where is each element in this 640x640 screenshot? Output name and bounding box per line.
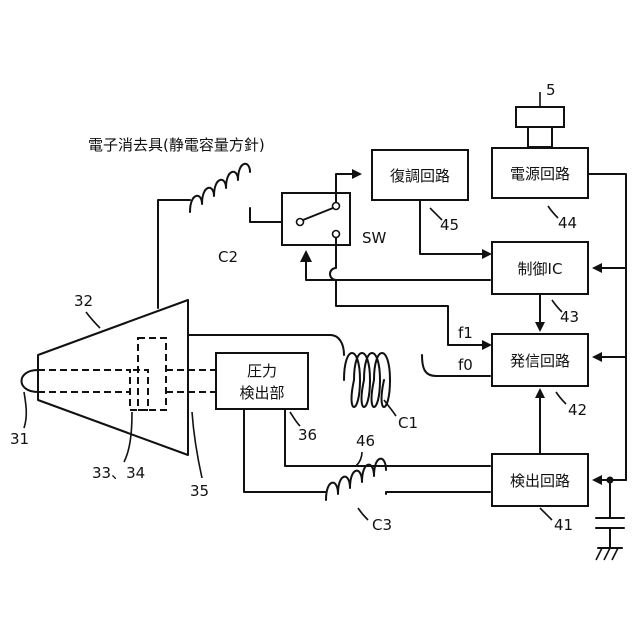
diagram-title: 電子消去具(静電容量方針)	[88, 136, 265, 154]
ground-icon	[596, 548, 622, 560]
pressure-detector-label-1: 圧力	[247, 362, 277, 380]
coil-c2-label: C2	[218, 248, 238, 266]
pressure-ref: 36	[298, 426, 317, 444]
shield-ref: 35	[190, 482, 209, 500]
body-ref: 32	[74, 292, 93, 310]
power-ref: 44	[558, 214, 577, 232]
battery	[516, 107, 564, 127]
pressure-detector-label-2: 検出部	[239, 384, 284, 402]
signal-f0-label: f0	[458, 356, 473, 374]
switch-block	[282, 193, 350, 245]
wire-c3-detect	[386, 492, 490, 494]
eraser-tip	[22, 370, 39, 392]
tip-ref: 31	[10, 430, 29, 448]
internal-electrodes	[38, 338, 216, 410]
wire-c2-left	[158, 200, 190, 308]
switch-label: SW	[362, 229, 387, 247]
control-ic-ref: 43	[560, 308, 579, 326]
signal-f1-label: f1	[458, 324, 473, 342]
coil-c2	[190, 164, 250, 212]
electrodes-ref: 33、34	[92, 464, 145, 482]
coil-c1-label: C1	[398, 414, 418, 432]
control-ic-label: 制御IC	[518, 260, 563, 278]
detect-label: 検出回路	[510, 472, 570, 490]
transmit-ref: 42	[568, 401, 587, 419]
transmit-label: 発信回路	[510, 352, 570, 370]
wire-c1-transmit	[422, 355, 490, 376]
demod-ref: 45	[440, 216, 459, 234]
power-label: 電源回路	[510, 165, 570, 183]
line-46-ref: 46	[356, 432, 375, 450]
power-rail	[588, 174, 626, 480]
battery-ref: 5	[546, 81, 556, 99]
coil-c1	[344, 353, 390, 407]
demod-label: 復調回路	[390, 167, 450, 185]
coil-c3-label: C3	[372, 516, 392, 534]
detect-ref: 41	[554, 516, 573, 534]
